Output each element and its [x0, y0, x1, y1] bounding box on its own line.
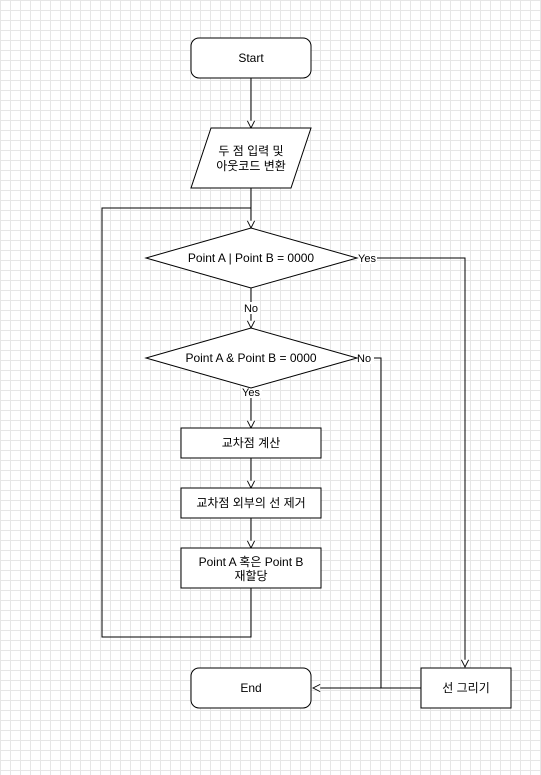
draw-line-node[interactable]: 선 그리기 [420, 667, 512, 709]
reassign-label-line1: Point A 혹은 Point B [199, 555, 304, 569]
remove-outside-node[interactable]: 교차점 외부의 선 제거 [180, 487, 322, 519]
edge-decision1-yes [357, 257, 465, 667]
remove-outside-label: 교차점 외부의 선 제거 [196, 496, 305, 510]
decision2-no-label: No [357, 353, 371, 365]
decision1-yes-label: Yes [358, 253, 376, 265]
draw-line-label: 선 그리기 [442, 681, 490, 695]
decision2-yes-label: Yes [242, 387, 260, 399]
calc-intersection-label: 교차점 계산 [222, 436, 281, 450]
edge-loop-back [101, 207, 252, 638]
decision-or-label: Point A | Point B = 0000 [188, 251, 315, 265]
input-label-line1: 두 점 입력 및 [218, 144, 283, 158]
edge-decision2-no [357, 357, 382, 688]
decision-and-node[interactable]: Point A & Point B = 0000 [144, 327, 359, 389]
reassign-label-line2: 재할당 [234, 569, 267, 583]
end-label: End [240, 681, 261, 695]
input-node[interactable]: 두 점 입력 및 아웃코드 변환 [190, 127, 312, 189]
end-node[interactable]: End [190, 667, 312, 709]
calc-intersection-node[interactable]: 교차점 계산 [180, 427, 322, 459]
start-label: Start [238, 51, 264, 65]
reassign-node[interactable]: Point A 혹은 Point B 재할당 [180, 547, 322, 589]
decision1-no-label: No [244, 303, 258, 315]
decision-and-label: Point A & Point B = 0000 [185, 351, 316, 365]
start-node[interactable]: Start [190, 37, 312, 79]
input-label-line2: 아웃코드 변환 [216, 159, 286, 173]
decision-or-node[interactable]: Point A | Point B = 0000 [144, 227, 359, 289]
